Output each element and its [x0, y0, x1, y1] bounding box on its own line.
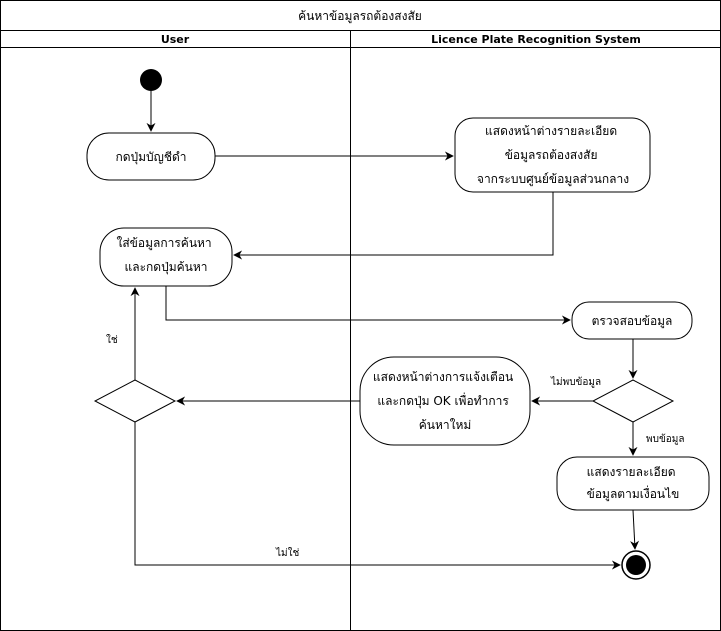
lane-system-label: Licence Plate Recognition System: [431, 33, 641, 46]
flow-search-to-check: [165, 286, 571, 325]
flow-user-decision-no: [134, 422, 621, 570]
flow-result-to-end: [630, 509, 640, 550]
activity-show-details-label: แสดงหน้าต่างรายละเอียด ข้อมูลรถต้องสงสัย…: [477, 124, 629, 187]
lane-user-label: User: [161, 33, 190, 46]
flow-details-to-search: [233, 192, 554, 260]
start-node: [140, 69, 162, 91]
flow-arrows: [130, 91, 640, 570]
activity-show-result-label: แสดงรายละเอียด ข้อมูลตามเงื่อนไข: [587, 465, 680, 502]
activity-press-button-label: กดปุ่มบัญชีดำ: [115, 150, 186, 165]
guard-not-found: ไม่พบข้อมูล: [550, 376, 601, 388]
decision-found: [591, 379, 675, 423]
activity-enter-search-label: ใส่ข้อมูลการค้นหา และกดปุ่มค้นหา: [116, 236, 215, 275]
activity-check-data-label: ตรวจสอบข้อมูล: [592, 314, 673, 329]
end-node-inner: [626, 555, 646, 575]
decision-retry: [93, 379, 177, 423]
guard-found: พบข้อมูล: [646, 433, 685, 445]
activity-show-alert-label: แสดงหน้าต่างการแจ้งเตือน และกดปุ่ม OK เพ…: [373, 370, 517, 432]
activity-check-data: [571, 301, 693, 340]
guard-yes: ใช่: [106, 334, 118, 346]
diagram-title: ค้นหาข้อมูลรถต้องสงสัย: [298, 9, 422, 24]
guard-no: ไม่ใช่: [275, 547, 300, 559]
